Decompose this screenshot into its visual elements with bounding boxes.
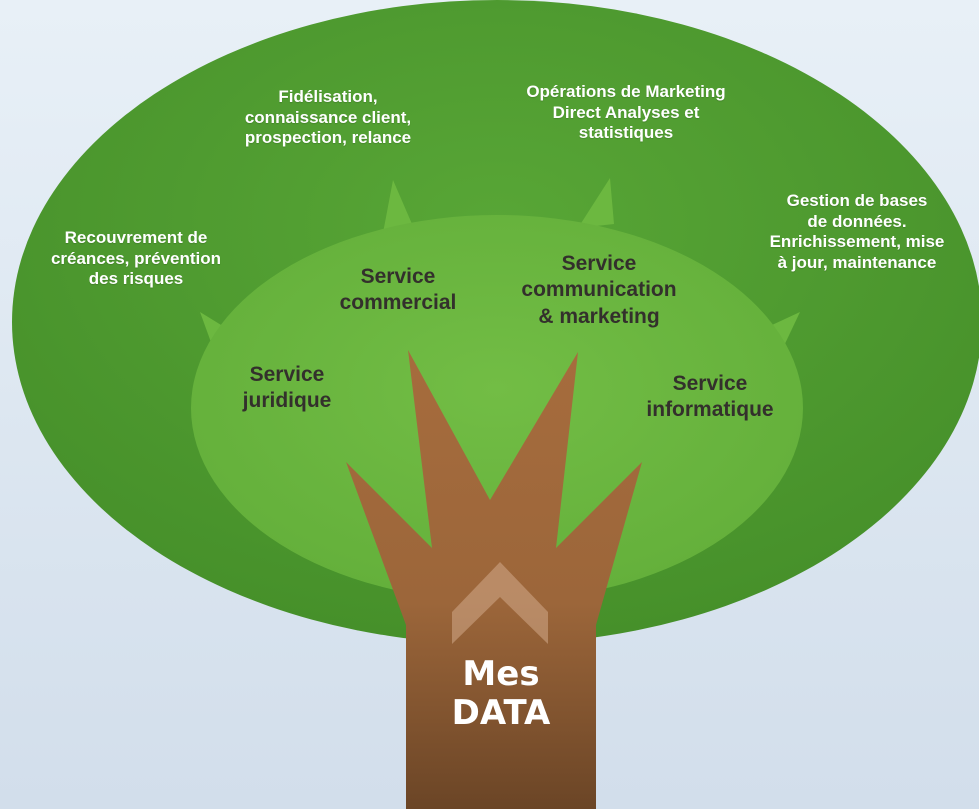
activity-line: de données. [807, 211, 907, 231]
spike-communication [578, 178, 614, 228]
activity-line: statistiques [578, 123, 674, 143]
activity-label-juridique: Recouvrement de créances, prévention des… [20, 228, 252, 290]
inner-canopy [191, 215, 803, 601]
activity-line: des risques [88, 269, 184, 289]
root-title-line: Mes [462, 654, 540, 694]
service-line: communication [521, 278, 677, 302]
service-line: Service [561, 252, 637, 275]
service-line: juridique [242, 389, 332, 413]
root-title: Mes DATA [406, 654, 596, 734]
activity-line: Direct Analyses et [552, 102, 700, 122]
activity-line: Recouvrement de [64, 228, 208, 247]
activity-line: connaissance client, [244, 107, 412, 127]
activity-line: à jour, maintenance [777, 253, 937, 273]
activity-line: Opérations de Marketing [526, 82, 726, 101]
service-line: informatique [646, 398, 774, 422]
service-line: Service [249, 363, 325, 386]
activity-line: Gestion de bases [786, 191, 928, 210]
activity-line: Fidélisation, [278, 87, 378, 106]
service-label-juridique: Service juridique [222, 362, 352, 415]
service-line: commercial [339, 291, 457, 315]
root-title-line: DATA [451, 693, 551, 734]
spike-commercial [383, 180, 412, 233]
service-label-commercial: Service commercial [318, 264, 478, 317]
chevron-up-icon [452, 562, 548, 644]
service-label-communication-marketing: Service communication & marketing [494, 251, 704, 330]
activity-label-communication-marketing: Opérations de Marketing Direct Analyses … [496, 82, 756, 144]
activity-line: créances, prévention [50, 248, 222, 268]
activity-line: Enrichissement, mise [769, 232, 945, 252]
activity-label-commercial: Fidélisation, connaissance client, prosp… [214, 87, 442, 149]
service-label-informatique: Service informatique [620, 371, 800, 424]
activity-line: prospection, relance [244, 128, 412, 148]
service-line: & marketing [538, 304, 660, 328]
activity-label-informatique: Gestion de bases de données. Enrichissem… [746, 191, 968, 274]
service-line: Service [672, 372, 748, 395]
spike-juridique [200, 312, 226, 345]
service-line: Service [360, 265, 436, 288]
